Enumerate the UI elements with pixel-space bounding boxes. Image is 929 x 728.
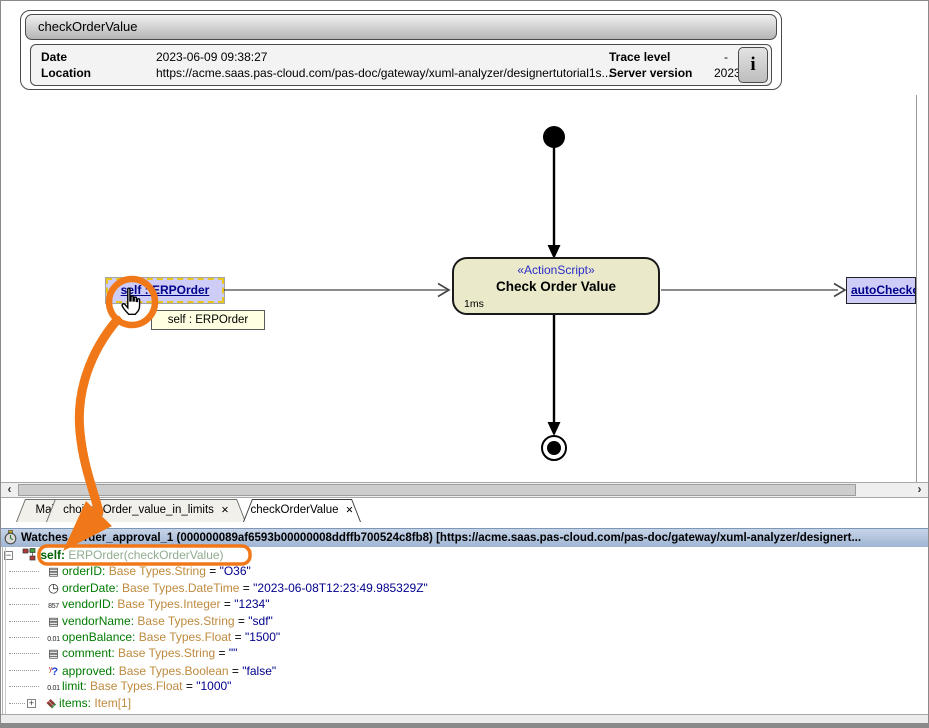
scrollbar-thumb[interactable] [18,484,856,496]
watches-tree: − self: ERPOrder(checkOrderValue) orderI… [1,547,928,714]
watch-value: "false" [242,664,276,678]
watch-rows: orderID: Base Types.String = "O36" order… [1,563,928,711]
location-value: https://acme.saas.pas-cloud.com/pas-doc/… [156,66,612,80]
watch-value: "1000" [196,679,231,693]
watch-type: Base Types.Float [90,679,183,693]
watch-type: Base Types.String [109,564,206,578]
date-label: Date [41,50,67,64]
watch-name: openBalance: [62,630,135,644]
object-instance-icon [22,548,36,561]
equals-sign: = [235,630,242,644]
watch-row[interactable]: comment: Base Types.String = "" [1,645,928,661]
watch-row[interactable]: 0.01openBalance: Base Types.Float = "150… [1,629,928,645]
watch-row[interactable]: 0.01limit: Base Types.Float = "1000" [1,678,928,694]
equals-sign: = [224,597,231,611]
watch-value: "2023-06-08T12:23:49.985329Z" [253,581,428,595]
watch-root-name: self: [40,548,65,562]
action-node-check-order-value[interactable]: «ActionScript» Check Order Value 1ms [452,257,660,315]
scroll-right-arrow[interactable]: › [912,483,927,497]
watch-name: vendorName: [62,614,134,628]
watch-type: Base Types.String [137,614,234,628]
watch-row[interactable]: orderDate: Base Types.DateTime = "2023-0… [1,580,928,596]
watch-type: Item[1] [94,696,131,710]
trace-info-box: Date 2023-06-09 09:38:27 Location https:… [30,44,772,86]
watch-type: Base Types.Integer [117,597,220,611]
items-icon [42,695,59,712]
location-label: Location [41,66,91,80]
tab-checkordervalue[interactable]: checkOrderValue ✕ [243,499,361,522]
watch-row[interactable]: + items: Item[1] [1,695,928,711]
datetime-icon [45,580,62,596]
watch-name: limit: [62,679,87,693]
watch-row[interactable]: approved: Base Types.Boolean = "false" [1,662,928,678]
watch-type: Base Types.String [118,646,215,660]
next-node-label: autoCheckou [851,283,916,297]
tab-choice-label: choice_Order_value_in_limits [63,504,214,516]
final-node[interactable] [541,435,567,461]
watch-name: vendorID: [62,597,114,611]
action-name: Check Order Value [454,279,658,294]
tab-choice-order-value-in-limits[interactable]: choice_Order_value_in_limits ✕ [46,499,246,522]
equals-sign: = [238,614,245,628]
action-duration: 1ms [464,298,484,310]
equals-sign: = [232,664,239,678]
watches-header: Watches (Order_approval_1 (000000089af65… [1,528,928,547]
scroll-left-arrow[interactable]: ‹ [2,483,17,497]
watch-value: "sdf" [248,614,273,628]
watches-icon [3,530,18,545]
watch-type: Base Types.Boolean [119,664,229,678]
watch-root-type: ERPOrder(checkOrderValue) [68,548,223,562]
equals-sign: = [186,679,193,693]
trace-title: checkOrderValue [25,14,777,40]
string-icon [45,645,62,662]
watch-name: approved: [62,664,115,678]
tab-checkordervalue-label: checkOrderValue [251,504,339,516]
watch-value: "1234" [234,597,269,611]
equals-sign: = [243,581,250,595]
watch-row[interactable]: orderID: Base Types.String = "O36" [1,563,928,579]
watch-type: Base Types.Float [139,630,232,644]
equals-sign: = [209,564,216,578]
node-autocheckout[interactable]: autoCheckou [846,277,916,304]
watch-type: Base Types.DateTime [122,581,239,595]
diagram-hscrollbar[interactable]: ‹ › [1,482,928,498]
watch-root-self[interactable]: − self: ERPOrder(checkOrderValue) [1,547,928,563]
object-node-self-erporder[interactable]: self : ERPOrder [106,278,224,303]
watch-name: orderID: [62,564,105,578]
info-button[interactable]: i [738,47,768,83]
watch-row[interactable]: 857vendorID: Base Types.Integer = "1234" [1,596,928,612]
trace-level-value: - [724,50,728,64]
string-icon [45,613,62,630]
tab-close-icon[interactable]: ✕ [221,505,229,516]
watch-value: "" [229,646,238,660]
object-node-label: self : ERPOrder [121,283,210,297]
action-stereotype: «ActionScript» [454,263,658,277]
watch-name: items: [59,696,91,710]
watch-name: comment: [62,646,115,660]
watch-name: orderDate: [62,581,119,595]
trace-level-label: Trace level [609,50,670,64]
watch-value: "1500" [245,630,280,644]
tab-close-icon[interactable]: ✕ [346,505,354,516]
initial-node[interactable] [543,126,565,148]
string-icon [45,563,62,580]
watch-value: "O36" [220,564,251,578]
server-version-label: Server version [609,66,692,80]
equals-sign: = [219,646,226,660]
hover-tooltip: self : ERPOrder [151,310,265,330]
expand-icon[interactable]: + [27,699,36,708]
watch-row[interactable]: vendorName: Base Types.String = "sdf" [1,613,928,629]
date-value: 2023-06-09 09:38:27 [156,50,267,64]
